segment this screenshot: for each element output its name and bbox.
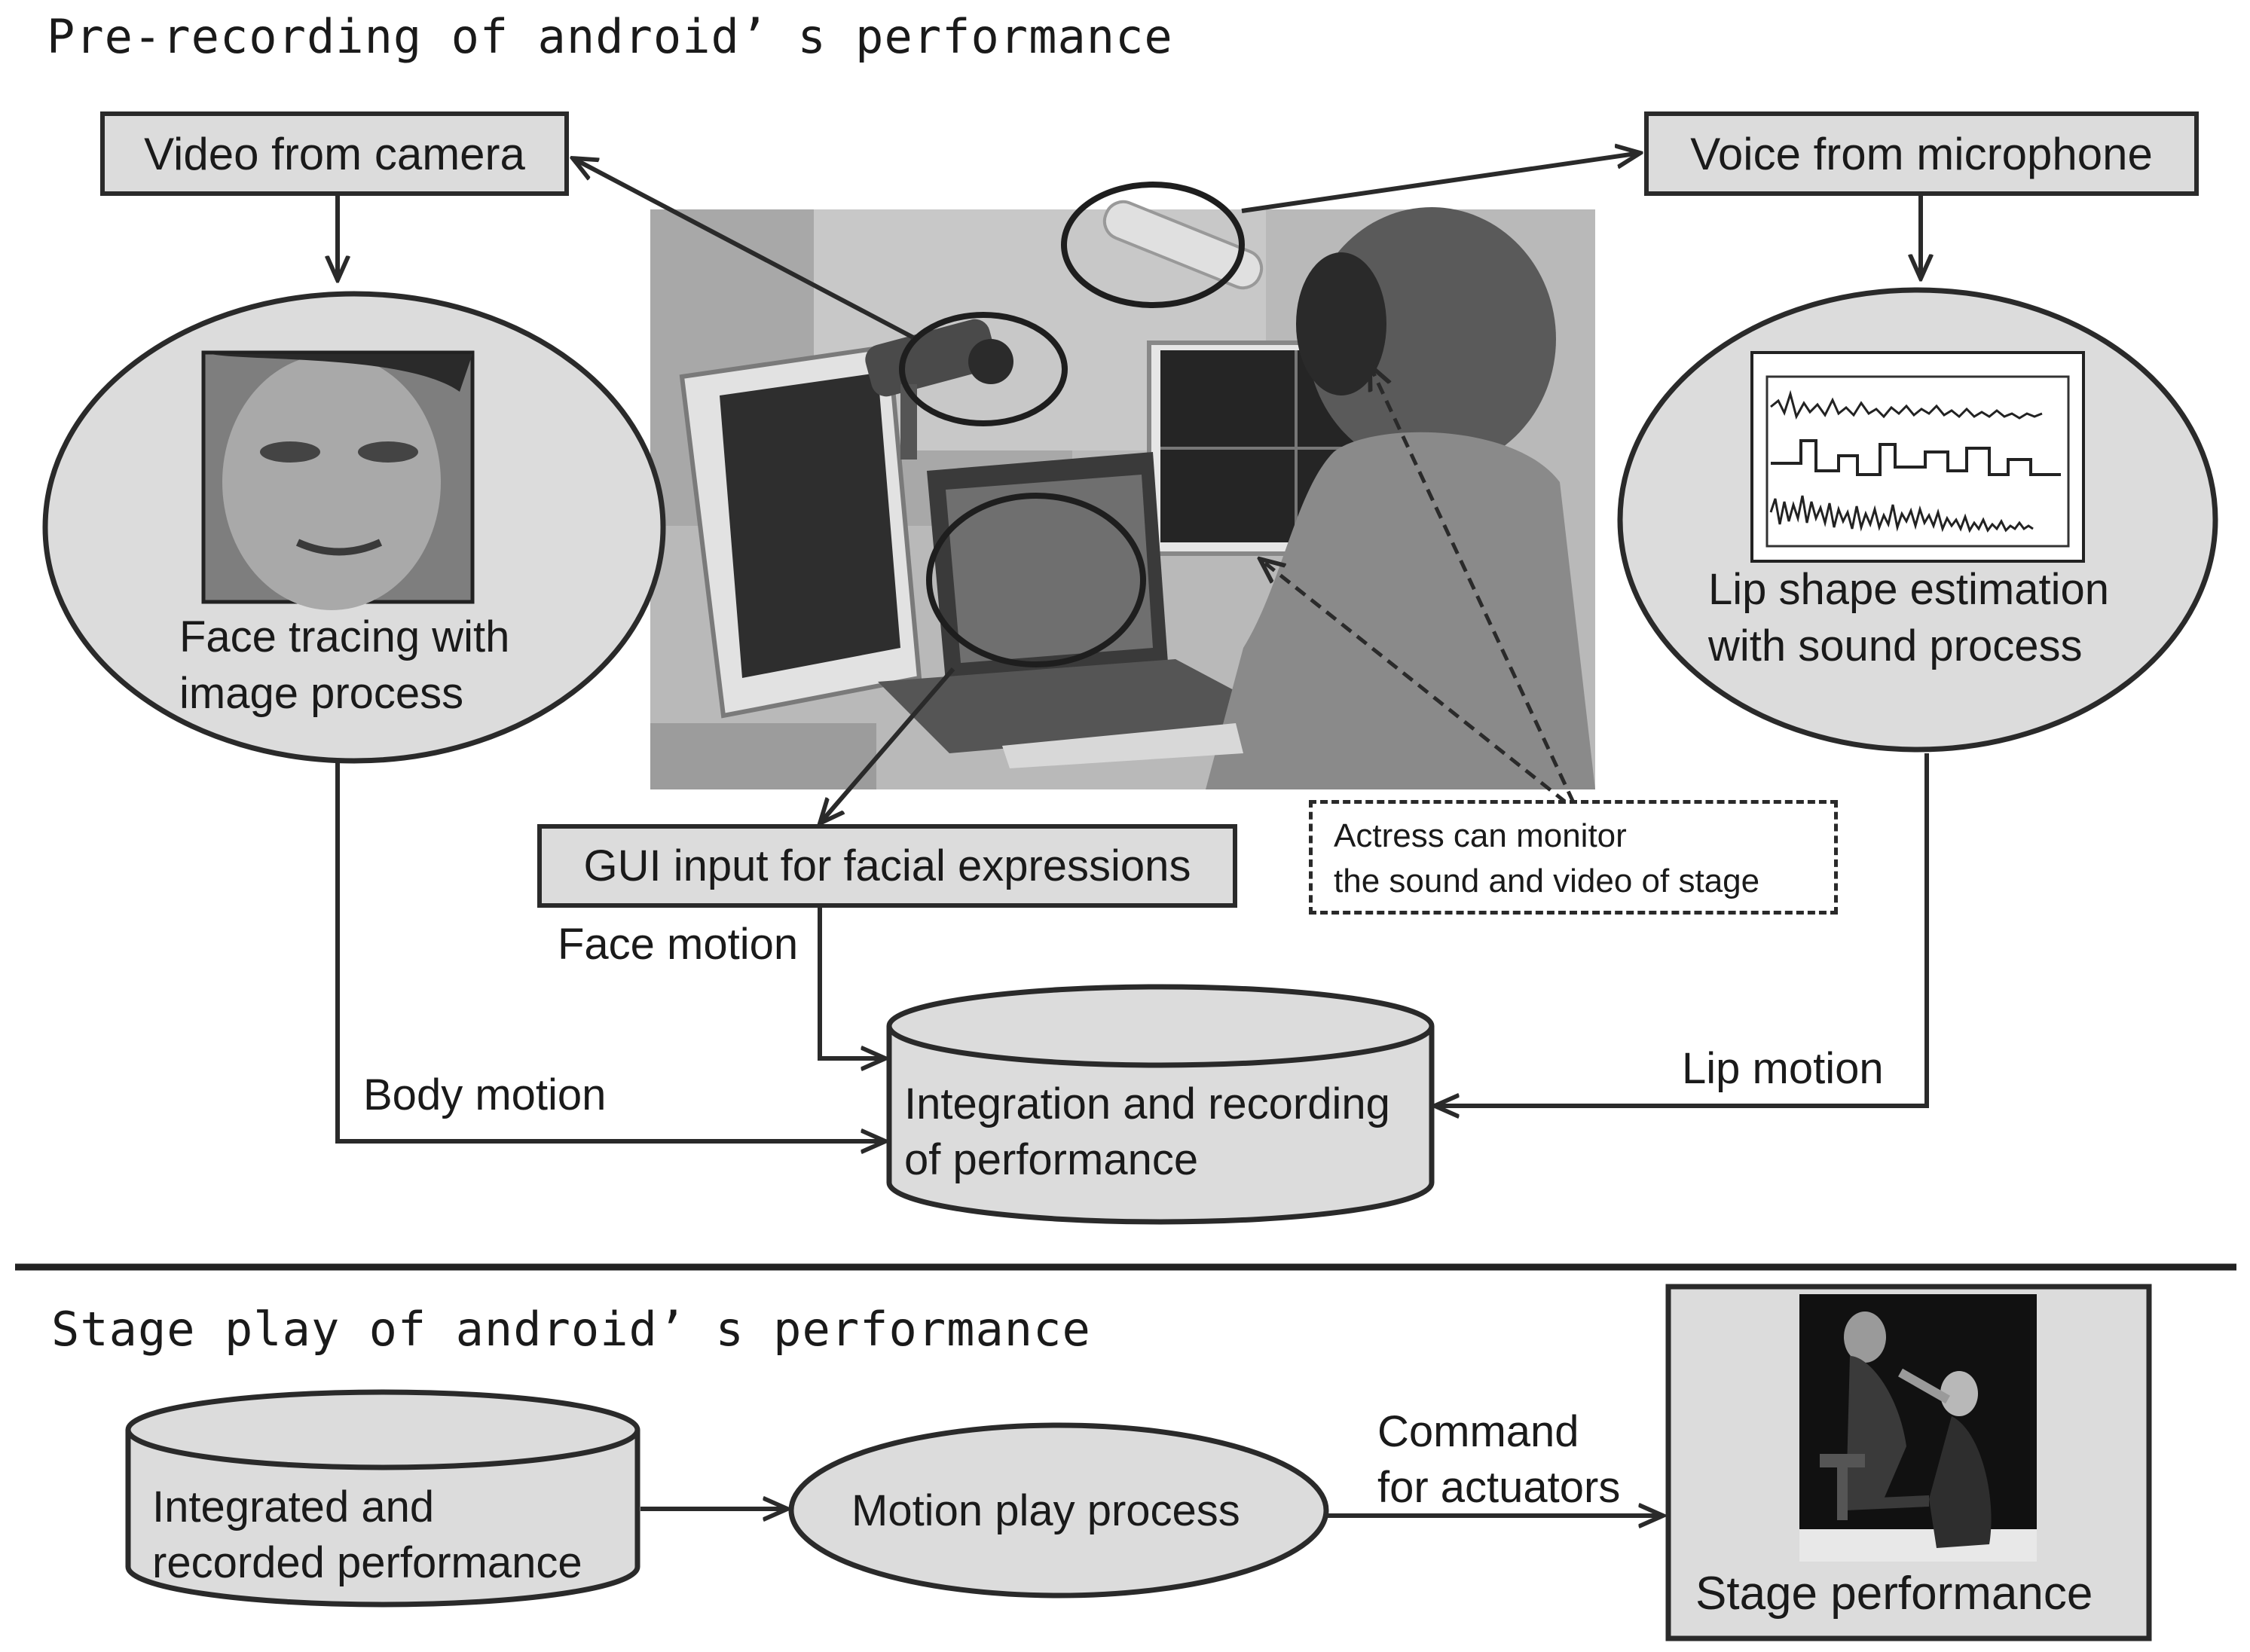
voice-from-microphone-label: Voice from microphone [1690,128,2153,179]
integration-label-line2: of performance [904,1135,1199,1184]
camera-highlight-circle [899,312,1068,426]
body-motion-label: Body motion [363,1070,607,1119]
microphone-highlight-circle [1061,182,1245,308]
lab-photo [650,200,1595,789]
video-from-camera-label: Video from camera [144,128,525,179]
integration-cylinder [886,984,1435,1225]
lip-estimation-label-line2: with sound process [1708,621,2083,670]
gui-input-box: GUI input for facial expressions [537,824,1237,908]
face-tracing-label-line2: image process [179,669,464,718]
video-from-camera-box: Video from camera [100,111,569,196]
actress-monitor-note [1309,800,1838,915]
gui-input-label: GUI input for facial expressions [583,841,1191,890]
section1-title: Pre-recording of android’ s performance [47,9,1173,64]
face-photo [201,350,475,610]
command-label-line1: Command [1377,1407,1579,1456]
voice-from-microphone-box: Voice from microphone [1644,111,2199,196]
laptop-highlight-circle [926,493,1146,667]
stage-performance-label: Stage performance [1695,1568,2093,1620]
stage-photo [1799,1294,2037,1562]
connectors [338,153,1927,1516]
motion-play-label: Motion play process [851,1486,1240,1535]
motion-play-ellipse [788,1422,1329,1599]
actress-note-line2: the sound and video of stage [1334,863,1760,899]
lip-motion-label: Lip motion [1682,1044,1884,1093]
actress-note-line1: Actress can monitor [1334,817,1627,854]
face-tracing-label-line1: Face tracing with [179,612,510,661]
command-label-line2: for actuators [1377,1463,1621,1512]
lip-estimation-label-line1: Lip shape estimation [1708,565,2109,614]
integrated-label-line1: Integrated and [152,1483,435,1531]
section2-title: Stage play of android’ s performance [51,1302,1091,1357]
integration-label-line1: Integration and recording [904,1079,1390,1128]
face-motion-label: Face motion [558,920,799,969]
monitor-dashed-arrows [1260,365,1576,804]
recorded-cylinder [125,1389,640,1608]
waveform-graphic [1750,351,2085,563]
integrated-label-line2: recorded performance [152,1538,582,1587]
